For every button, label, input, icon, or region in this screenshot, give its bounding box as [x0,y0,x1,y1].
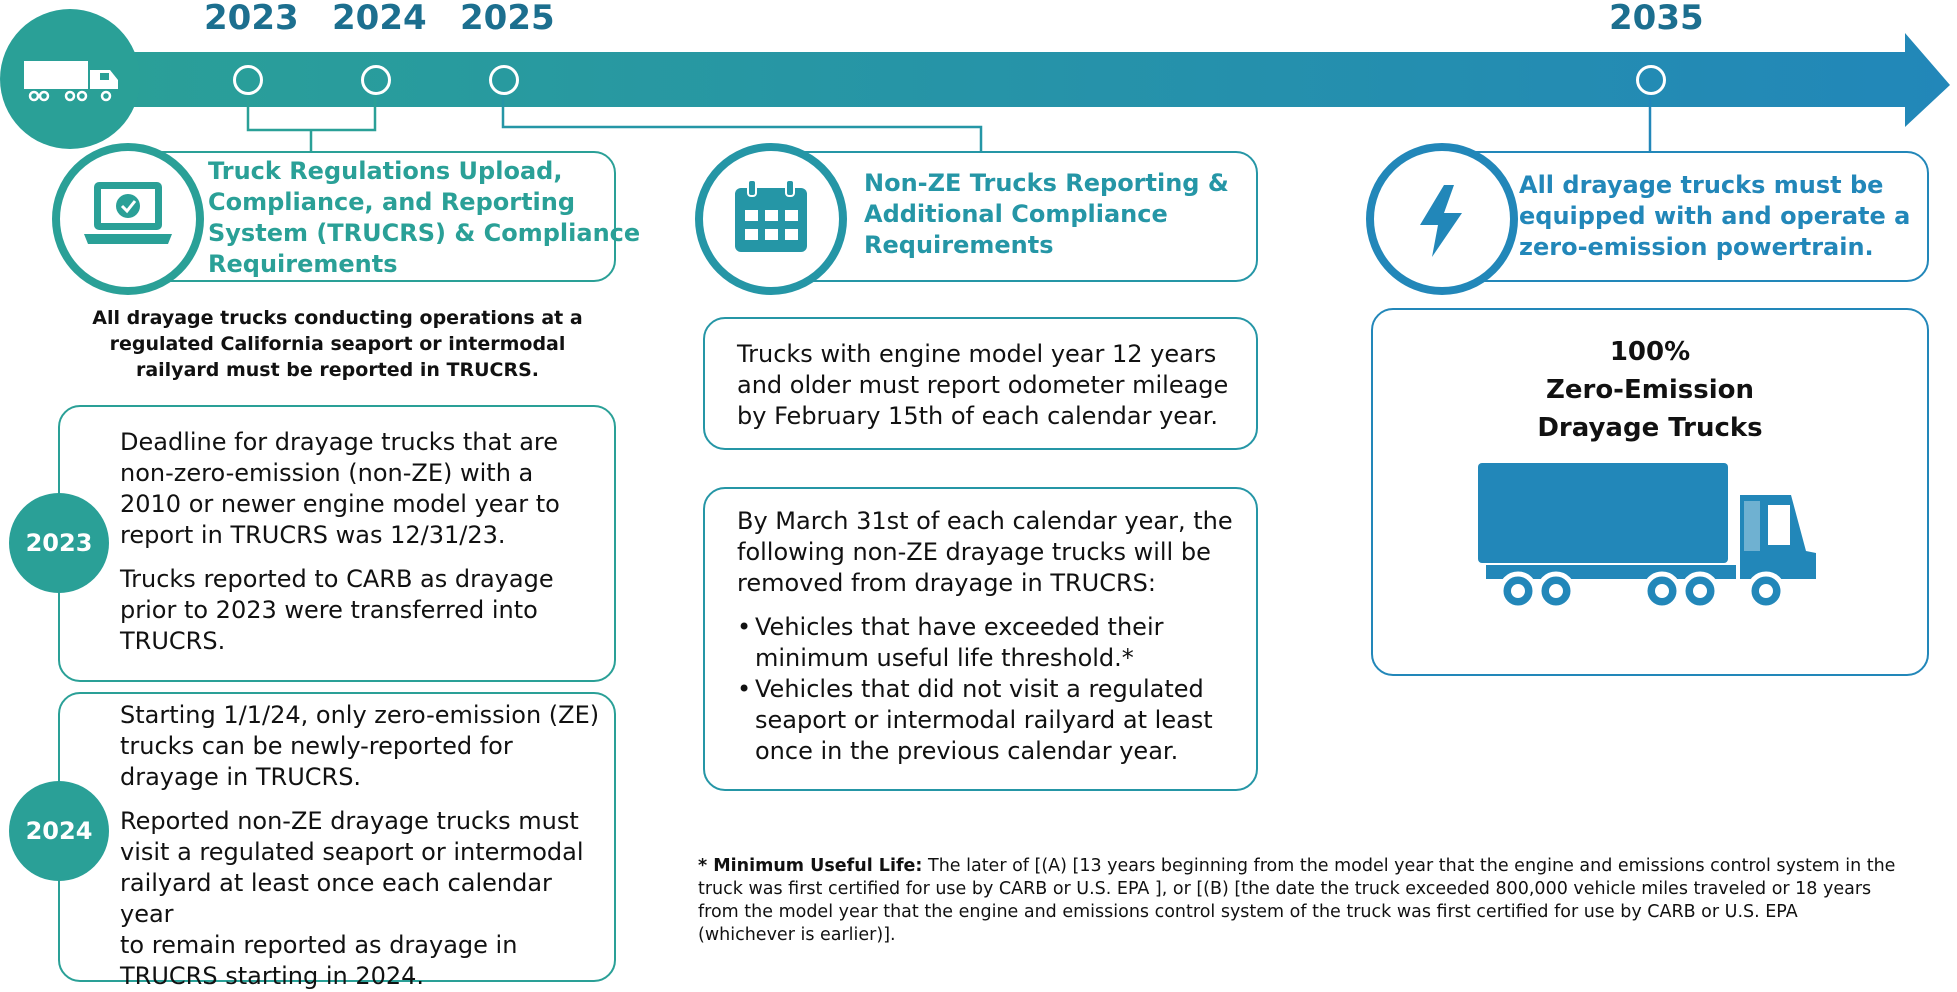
box-2023 [58,405,616,682]
ze-trucks-title: 100% Zero-Emission Drayage Trucks [1537,337,1763,443]
timeline-year-2024: 2024 [332,0,427,38]
removal-box [703,487,1258,791]
box-2024-text: Starting 1/1/24, only zero-emission (ZE)… [120,701,600,990]
box-2023-text: Deadline for drayage trucks that are non… [120,428,560,655]
box-2024 [58,692,616,982]
calendar-icon [735,179,807,252]
non-ze-heading: Non-ZE Trucks Reporting & Additional Com… [864,169,1229,259]
timeline-node-2035 [1636,65,1666,95]
badge-2024: 2024 [9,781,109,881]
timeline-connectors [246,95,1652,152]
removal-text: By March 31st of each calendar year, the… [737,506,1247,767]
footnote: * Minimum Useful Life: The later of [(A)… [698,856,1896,945]
ze-header-box [1440,151,1929,282]
bullet-no-visit: • Vehicles that did not visit a regulate… [737,675,1213,765]
timeline-node-2023 [233,65,263,95]
timeline-year-2025: 2025 [460,0,555,38]
trucrs-intro: All drayage trucks conducting operations… [92,307,583,381]
timeline-year-2023: 2023 [204,0,299,38]
lightning-icon [1420,185,1462,257]
timeline-node-2024 [361,65,391,95]
badge-2023: 2023 [9,493,109,593]
box-truck-icon [1478,463,1816,611]
timeline-year-2035: 2035 [1609,0,1704,38]
laptop-check-icon [84,182,172,244]
odometer-text: Trucks with engine model year 12 years a… [737,340,1229,430]
non-ze-header-box [770,151,1258,282]
bullet-useful-life: • Vehicles that have exceeded their mini… [737,613,1164,672]
timeline-node-2025 [489,65,519,95]
footnote-label: * Minimum Useful Life: [698,856,923,876]
ze-heading: All drayage trucks must be equipped with… [1519,171,1911,261]
trucrs-heading: Truck Regulations Upload, Compliance, an… [208,157,641,278]
odometer-box [703,317,1258,450]
truck-icon [24,61,118,102]
